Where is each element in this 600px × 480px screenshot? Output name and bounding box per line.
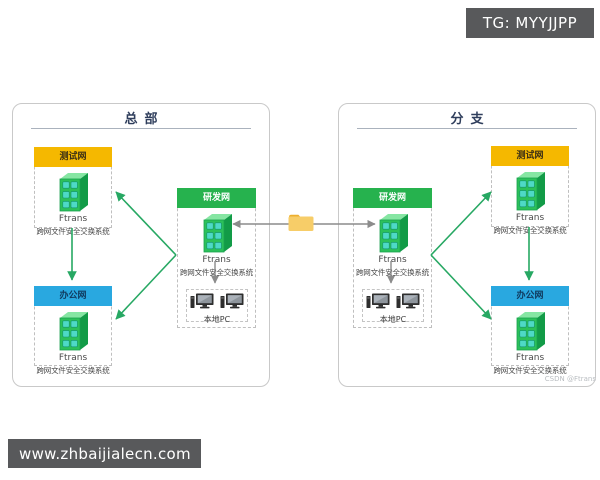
local-pc-label: 本地PC [379, 315, 407, 324]
rnd-network-box-hq: 研发网 Ftrans 跨网文件安全交换系统 本地PC [177, 188, 256, 328]
tg-badge: TG: MYYJJPP [466, 8, 594, 38]
pc-row [190, 293, 244, 313]
local-pc-box: 本地PC [362, 289, 424, 324]
system-label: 跨网文件安全交换系统 [493, 366, 567, 375]
system-label: 跨网文件安全交换系统 [36, 366, 110, 375]
office-network-box-branch: 办公网 Ftrans 跨网文件安全交换系统 [491, 286, 569, 375]
system-label: 跨网文件安全交换系统 [36, 227, 110, 236]
network-header: 测试网 [491, 146, 569, 166]
network-header: 办公网 [491, 286, 569, 306]
pc-icon [366, 293, 390, 313]
network-label: 办公网 [516, 291, 544, 301]
product-label: Ftrans [515, 353, 545, 363]
folder-icon [287, 210, 315, 236]
product-label: Ftrans [58, 353, 88, 363]
pc-icon [396, 293, 420, 313]
network-header: 研发网 [353, 188, 432, 208]
product-label: Ftrans [202, 255, 231, 265]
product-label: Ftrans [378, 255, 407, 265]
server-icon [56, 172, 90, 212]
panel-headquarters: 总部 测试网 Ftrans 跨网文件安全交换系统 研发网 Ftrans 跨网文件… [12, 103, 270, 387]
panel-title-hq: 总部 [124, 112, 165, 127]
network-label: 测试网 [59, 152, 87, 162]
network-header: 研发网 [177, 188, 256, 208]
network-label: 研发网 [378, 193, 406, 203]
server-icon [200, 213, 234, 253]
server-icon [376, 213, 410, 253]
server-icon [56, 311, 90, 351]
test-network-box-hq: 测试网 Ftrans 跨网文件安全交换系统 [34, 147, 112, 236]
panel-divider [357, 128, 577, 129]
watermark: CSDN @Ftrans [544, 375, 596, 383]
network-label: 研发网 [202, 193, 230, 203]
office-network-box-hq: 办公网 Ftrans 跨网文件安全交换系统 [34, 286, 112, 375]
panel-branch: 分支 研发网 Ftrans 跨网文件安全交换系统 本地PC 测试网 Ftrans… [338, 103, 596, 387]
local-pc-label: 本地PC [203, 315, 231, 324]
server-icon [513, 171, 547, 211]
network-header: 办公网 [34, 286, 112, 306]
pc-icon [190, 293, 214, 313]
network-label: 办公网 [59, 291, 87, 301]
product-label: Ftrans [58, 214, 88, 224]
test-network-box-branch: 测试网 Ftrans 跨网文件安全交换系统 [491, 146, 569, 235]
system-label: 跨网文件安全交换系统 [356, 268, 429, 277]
rnd-network-box-branch: 研发网 Ftrans 跨网文件安全交换系统 本地PC [353, 188, 432, 328]
server-icon [513, 311, 547, 351]
network-header: 测试网 [34, 147, 112, 167]
system-label: 跨网文件安全交换系统 [180, 268, 253, 277]
pc-row [366, 293, 420, 313]
network-label: 测试网 [516, 151, 544, 161]
panel-divider [31, 128, 251, 129]
pc-icon [220, 293, 244, 313]
local-pc-box: 本地PC [186, 289, 248, 324]
product-label: Ftrans [515, 213, 545, 223]
panel-title-branch: 分支 [450, 112, 491, 127]
system-label: 跨网文件安全交换系统 [493, 226, 567, 235]
site-banner: www.zhbaijialecn.com [8, 439, 201, 468]
